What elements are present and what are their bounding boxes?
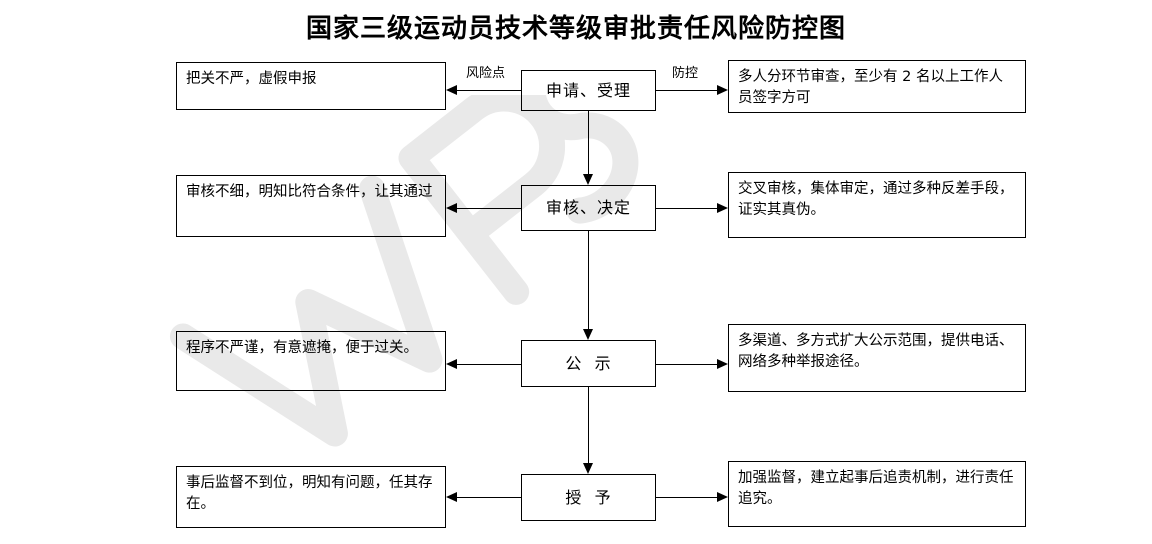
risk-box-row-1: 把关不严，虚假申报 <box>176 62 446 110</box>
arrowhead-risk-row-1 <box>446 85 457 95</box>
risk-text-row-3: 程序不严谨，有意遮掩，便于过关。 <box>186 340 418 356</box>
connector-stage-3-to-4 <box>588 387 589 463</box>
connector-control-row-4 <box>656 497 718 498</box>
stage-box-row-1: 申请、受理 <box>521 70 656 111</box>
connector-risk-row-1 <box>456 90 521 91</box>
risk-box-row-2: 审核不细，明知比符合条件，让其通过 <box>176 175 446 237</box>
edge-label-control-row-1: 防控 <box>672 66 699 81</box>
connector-stage-2-to-3 <box>588 231 589 329</box>
connector-risk-row-3 <box>456 364 521 365</box>
stage-box-row-4: 授 予 <box>521 474 656 521</box>
arrowhead-risk-row-4 <box>446 492 457 502</box>
arrowhead-control-row-3 <box>717 359 728 369</box>
stage-box-row-2: 审核、决定 <box>521 185 656 231</box>
control-text-row-4: 加强监督，建立起事后追责机制，进行责任追究。 <box>738 470 1014 508</box>
risk-text-row-1: 把关不严，虚假申报 <box>186 71 317 87</box>
arrowhead-risk-row-2 <box>446 203 457 213</box>
connector-risk-row-4 <box>456 497 521 498</box>
connector-control-row-2 <box>656 208 718 209</box>
stage-box-row-3: 公 示 <box>521 340 656 387</box>
risk-box-row-3: 程序不严谨，有意遮掩，便于过关。 <box>176 331 446 391</box>
stage-text-row-4: 授 予 <box>565 487 612 507</box>
arrowhead-risk-row-3 <box>446 359 457 369</box>
control-text-row-1: 多人分环节审查，至少有 2 名以上工作人员签字方可 <box>738 69 1003 107</box>
connector-control-row-3 <box>656 364 718 365</box>
control-box-row-1: 多人分环节审查，至少有 2 名以上工作人员签字方可 <box>728 60 1026 113</box>
arrowhead-control-row-2 <box>717 203 728 213</box>
control-box-row-3: 多渠道、多方式扩大公示范围，提供电话、网络多种举报途径。 <box>728 324 1026 392</box>
arrowhead-control-row-1 <box>717 85 728 95</box>
arrowhead-stage-2-to-3 <box>583 329 593 340</box>
risk-box-row-4: 事后监督不到位，明知有问题，任其存在。 <box>176 466 446 528</box>
control-box-row-4: 加强监督，建立起事后追责机制，进行责任追究。 <box>728 461 1026 527</box>
control-text-row-2: 交叉审核，集体审定，通过多种反差手段，证实其真伪。 <box>738 181 1014 219</box>
control-text-row-3: 多渠道、多方式扩大公示范围，提供电话、网络多种举报途径。 <box>738 333 1014 371</box>
arrowhead-control-row-4 <box>717 492 728 502</box>
control-box-row-2: 交叉审核，集体审定，通过多种反差手段，证实其真伪。 <box>728 172 1026 238</box>
connector-control-row-1 <box>656 90 718 91</box>
connector-stage-1-to-2 <box>588 111 589 174</box>
risk-text-row-2: 审核不细，明知比符合条件，让其通过 <box>186 184 433 200</box>
wps-watermark <box>169 95 639 447</box>
risk-text-row-4: 事后监督不到位，明知有问题，任其存在。 <box>186 475 433 513</box>
connector-risk-row-2 <box>456 208 521 209</box>
arrowhead-stage-1-to-2 <box>583 174 593 185</box>
stage-text-row-3: 公 示 <box>565 353 612 373</box>
page-title: 国家三级运动员技术等级审批责任风险防控图 <box>305 14 846 44</box>
stage-text-row-2: 审核、决定 <box>545 198 631 218</box>
arrowhead-stage-3-to-4 <box>583 463 593 474</box>
stage-text-row-1: 申请、受理 <box>545 80 631 100</box>
edge-label-risk-row-1: 风险点 <box>466 66 506 81</box>
